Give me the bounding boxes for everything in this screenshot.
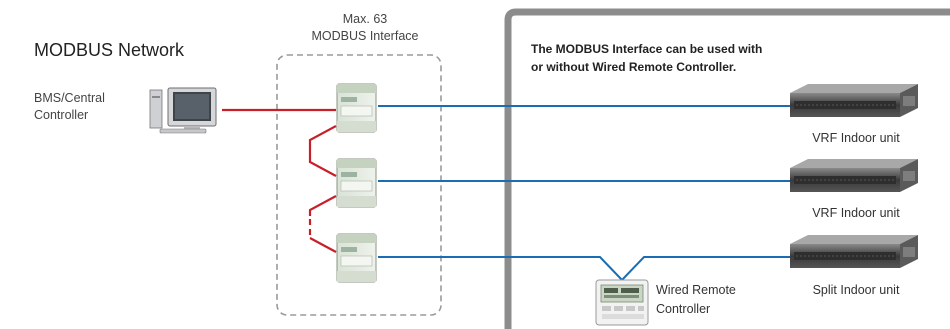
unit-line-3 (378, 256, 790, 282)
modbus-interface-device-3 (336, 233, 377, 283)
diagram-title: MODBUS Network (34, 40, 185, 60)
bms-label: BMS/Central Controller (34, 90, 105, 124)
modbus-daisy-chain-3 (309, 237, 337, 253)
bms-label-line2: Controller (34, 108, 89, 122)
bms-label-line1: BMS/Central (34, 91, 105, 105)
wired-remote-line2: Controller (656, 302, 711, 316)
indoor-unit-icon-2 (790, 159, 918, 192)
modbus-interface-device-2 (336, 158, 377, 208)
usage-note-line2: or without Wired Remote Controller. (531, 60, 737, 74)
usage-note-line1: The MODBUS Interface can be used with (531, 42, 763, 56)
usage-note: The MODBUS Interface can be used with or… (531, 40, 762, 76)
interface-group-label: Max. 63 MODBUS Interface (270, 11, 460, 45)
indoor-unit-label-2: VRF Indoor unit (812, 206, 900, 220)
indoor-unit-label-1: VRF Indoor unit (812, 131, 900, 145)
installation-frame (504, 8, 950, 329)
indoor-unit-icon-1 (790, 84, 918, 117)
indoor-unit-label-3: Split Indoor unit (812, 283, 900, 297)
interface-max-label: Max. 63 (342, 12, 388, 26)
remote-controller-icon (595, 279, 649, 326)
wired-remote-line1: Wired Remote (656, 283, 736, 297)
indoor-unit-icon-3 (790, 235, 918, 268)
interface-dashed-box (276, 54, 442, 316)
modbus-daisy-chain-2 (308, 195, 337, 216)
wired-remote-label: Wired Remote Controller (656, 281, 736, 319)
interface-name-label: MODBUS Interface (311, 29, 419, 43)
modbus-interface-device-1 (336, 83, 377, 133)
modbus-daisy-chain-1 (308, 125, 337, 177)
computer-icon (149, 87, 217, 134)
